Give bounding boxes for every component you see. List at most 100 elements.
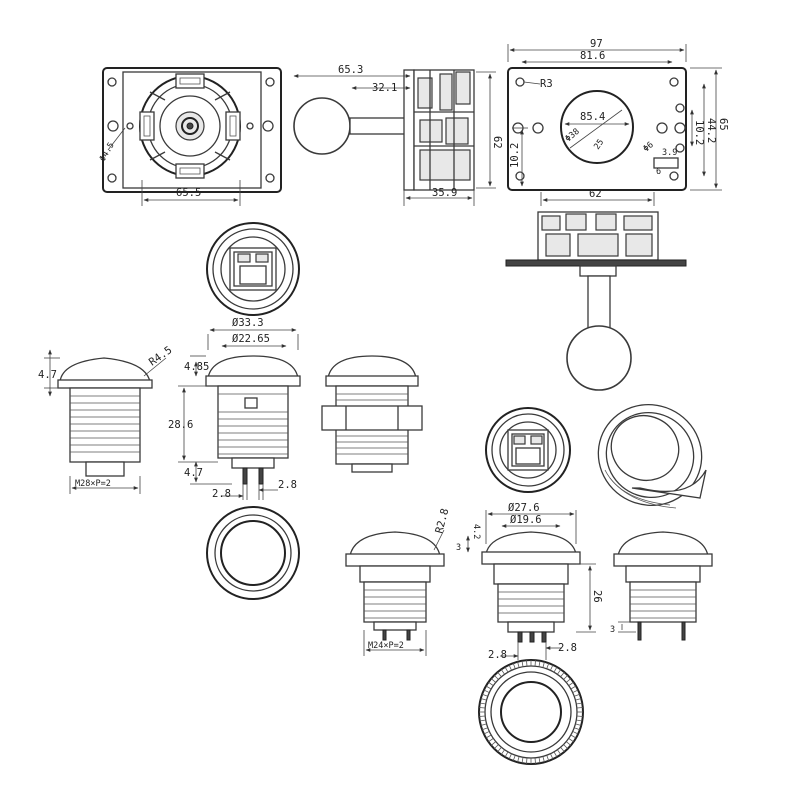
small-terminal-right-label: 2.8 xyxy=(558,642,577,654)
knurl-tick xyxy=(575,723,582,726)
knurl-tick xyxy=(490,741,497,746)
knurl-tick xyxy=(576,715,583,717)
side-shaft-length-label: 65.3 xyxy=(338,64,363,76)
plate-slot-height-label: 6 xyxy=(656,167,661,177)
knurl-tick xyxy=(570,685,577,690)
plate-width-label: 97 xyxy=(590,38,603,50)
knurl-tick xyxy=(493,744,499,750)
knurl-tick xyxy=(534,660,536,667)
joystick-side-view: 65.3 32.1 62 35.9 xyxy=(293,64,503,206)
knurl-tick xyxy=(538,660,541,667)
knurl-tick xyxy=(563,674,569,680)
knurl-tick xyxy=(479,719,486,722)
small-terminal-left-label: 2.8 xyxy=(488,649,507,661)
knurl-tick xyxy=(480,698,487,701)
knurl-tick xyxy=(526,757,528,764)
large-button-side-view-c xyxy=(321,355,423,473)
small-outer-diameter-label: Ø27.6 xyxy=(508,502,540,514)
knurl-tick xyxy=(500,749,505,755)
knurl-tick xyxy=(574,693,581,697)
side-base-depth-label: 35.9 xyxy=(432,187,457,199)
knurl-tick xyxy=(480,723,487,726)
knurl-tick xyxy=(553,666,558,673)
knurl-tick xyxy=(512,662,516,669)
knurl-tick xyxy=(521,660,524,667)
knurl-tick xyxy=(481,693,488,697)
knurl-tick xyxy=(521,757,524,764)
small-button-side-view-a: R2.8 M24×P=2 xyxy=(345,507,451,656)
knurl-tick xyxy=(557,749,562,755)
small-rim-label: 3 xyxy=(456,543,461,553)
large-button-side-view-a: 4.7 R4.5 M28×P=2 xyxy=(38,344,174,494)
knurl-tick xyxy=(497,746,502,753)
knurl-tick xyxy=(570,734,577,739)
knurl-tick xyxy=(576,702,583,705)
assembly-width-label: 62 xyxy=(589,188,602,200)
knurl-tick xyxy=(565,741,572,746)
knurl-tick xyxy=(500,669,505,675)
knurl-tick xyxy=(517,661,520,668)
knurl-tick xyxy=(497,671,502,678)
knurl-tick xyxy=(550,753,554,760)
knurl-tick xyxy=(512,755,516,762)
knurl-tick xyxy=(526,660,528,667)
plate-small-offset-label: 10.2 xyxy=(693,120,705,145)
small-button-ring-view xyxy=(478,659,584,765)
joystick-plate-view: 97 81.6 R3 85.4 Φ38 25 Φ6 10.2 65 44.2 1… xyxy=(507,38,729,191)
large-outer-diameter-label: Ø33.3 xyxy=(232,317,264,329)
knurl-tick xyxy=(504,666,509,673)
knurl-tick xyxy=(574,727,581,731)
large-body-height-label: 28.6 xyxy=(168,419,193,431)
top-base-width-label: 65.5 xyxy=(176,187,201,199)
knurl-tick xyxy=(517,756,520,763)
plate-inner-hole-label: 25 xyxy=(592,138,606,152)
knurl-tick xyxy=(560,746,565,753)
joystick-top-view: 65.5 Φ4.5 xyxy=(98,67,282,206)
knurl-tick xyxy=(490,678,497,683)
knurl-tick xyxy=(485,734,492,739)
knurl-tick xyxy=(493,674,499,680)
plate-mount-hole-label: Φ6 xyxy=(642,140,656,154)
knurl-tick xyxy=(576,707,583,709)
knurl-tick xyxy=(479,715,486,717)
knurl-tick xyxy=(568,681,574,686)
large-cap-height-label: 4.7 xyxy=(38,369,57,381)
large-thread-label: M28×P=2 xyxy=(75,479,111,489)
small-terminal-length-label: 3 xyxy=(610,625,615,635)
large-terminal-left-label: 2.8 xyxy=(212,488,231,500)
knurl-tick xyxy=(488,681,494,686)
knurl-tick xyxy=(557,669,562,675)
small-cap-height-label: 4.2 xyxy=(471,524,481,539)
side-height-label: 62 xyxy=(491,136,503,149)
plate-slot-width-label: 3.9 xyxy=(662,148,677,158)
knurl-tick xyxy=(565,678,572,683)
knurl-tick xyxy=(572,689,579,693)
knurl-tick xyxy=(568,738,574,743)
plate-right-height-label: 65 xyxy=(717,118,729,131)
large-button-side-view-b: Ø33.3 Ø22.65 4.85 28.6 4.7 xyxy=(168,317,301,500)
joystick-assembly-view: 62 xyxy=(505,188,687,391)
knurl-tick xyxy=(504,751,509,758)
large-terminal-right-label: 2.8 xyxy=(278,479,297,491)
large-cap-radius-label: R4.5 xyxy=(147,344,175,368)
small-button-side-view-c: 3 xyxy=(610,531,713,641)
large-button-top-view xyxy=(206,222,300,316)
large-inner-diameter-label: Ø22.65 xyxy=(232,333,270,345)
knurl-tick xyxy=(534,757,536,764)
top-bolt-diameter-label: Φ4.5 xyxy=(98,141,117,164)
knurl-tick xyxy=(575,698,582,701)
knurl-tick xyxy=(481,727,488,731)
knurl-tick xyxy=(546,662,550,669)
large-rim-label: 4.85 xyxy=(184,361,209,373)
plate-hole-circle-label: 85.4 xyxy=(580,111,605,123)
small-button-side-view-b: Ø27.6 Ø19.6 4.2 3 26 2.8 2.8 xyxy=(456,502,603,661)
knurl-tick xyxy=(508,753,512,760)
knurl-tick xyxy=(479,702,486,705)
knurl-tick xyxy=(538,757,541,764)
small-button-perspective-view xyxy=(597,403,707,509)
knurl-tick xyxy=(542,756,545,763)
knurl-tick xyxy=(553,751,558,758)
knurl-tick xyxy=(576,719,583,722)
